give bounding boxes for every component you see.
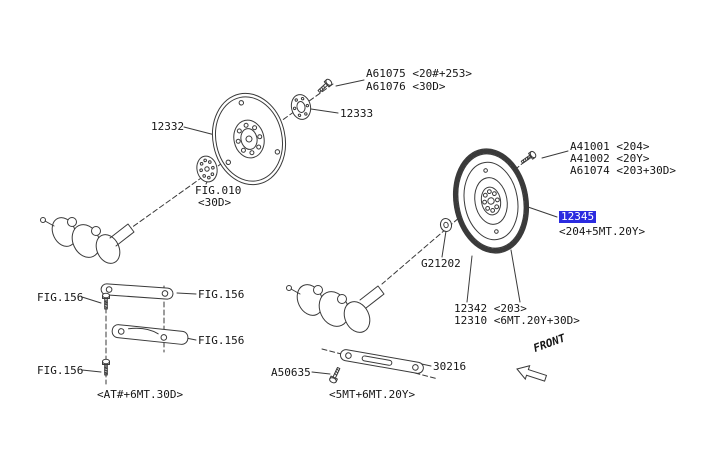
flywheel-drawing: [452, 148, 530, 254]
callout-fig156-bottom-left[interactable]: FIG.156: [37, 364, 84, 377]
crankshaft-left-drawing: [40, 217, 135, 264]
drive-plate-drawing: [212, 92, 286, 186]
callout-part-12332[interactable]: 12332: [151, 120, 185, 133]
bracket-upper-drawing: [100, 283, 174, 300]
adapter-plate-drawing: [290, 94, 312, 120]
callout-part-12310[interactable]: 12310 <6MT.20Y+30D>: [454, 314, 580, 327]
stopper-plate-drawing: [339, 349, 424, 374]
callout-a50635[interactable]: A50635: [271, 366, 311, 379]
leader-lines: [81, 79, 569, 375]
callout-fig156-mid-right[interactable]: FIG.156: [198, 334, 245, 347]
group-caption-left: <AT#+6MT.30D>: [97, 388, 184, 401]
washer-drawing: [439, 218, 453, 232]
callout-a41001[interactable]: A41001 <204>: [570, 140, 650, 153]
callout-fig010-variant: <30D>: [198, 196, 232, 209]
callout-part-12333[interactable]: 12333: [340, 107, 374, 120]
callout-part-12345-selected[interactable]: 12345: [559, 210, 597, 223]
disc-fig010-drawing: [196, 155, 218, 183]
front-arrow-icon: [516, 365, 548, 382]
callout-part-30216[interactable]: 30216: [433, 360, 467, 373]
callout-a61074[interactable]: A61074 <203+30D>: [570, 164, 676, 177]
callout-a61075[interactable]: A61075 <20#+253>: [366, 67, 472, 80]
bracket-lower-drawing: [111, 324, 189, 345]
callout-part-12345-variant: <204+5MT.20Y>: [559, 225, 646, 238]
callout-g21202[interactable]: G21202: [421, 257, 461, 270]
callout-fig010[interactable]: FIG.010: [195, 184, 242, 197]
callout-fig156-top-left[interactable]: FIG.156: [37, 291, 84, 304]
crankshaft-right-drawing: [286, 284, 385, 333]
group-caption-right: <5MT+6MT.20Y>: [329, 388, 416, 401]
callout-fig156-top-right[interactable]: FIG.156: [198, 288, 245, 301]
callout-a61076[interactable]: A61076 <30D>: [366, 80, 446, 93]
callout-part-12342[interactable]: 12342 <203>: [454, 302, 527, 315]
callout-a41002[interactable]: A41002 <20Y>: [570, 152, 650, 165]
